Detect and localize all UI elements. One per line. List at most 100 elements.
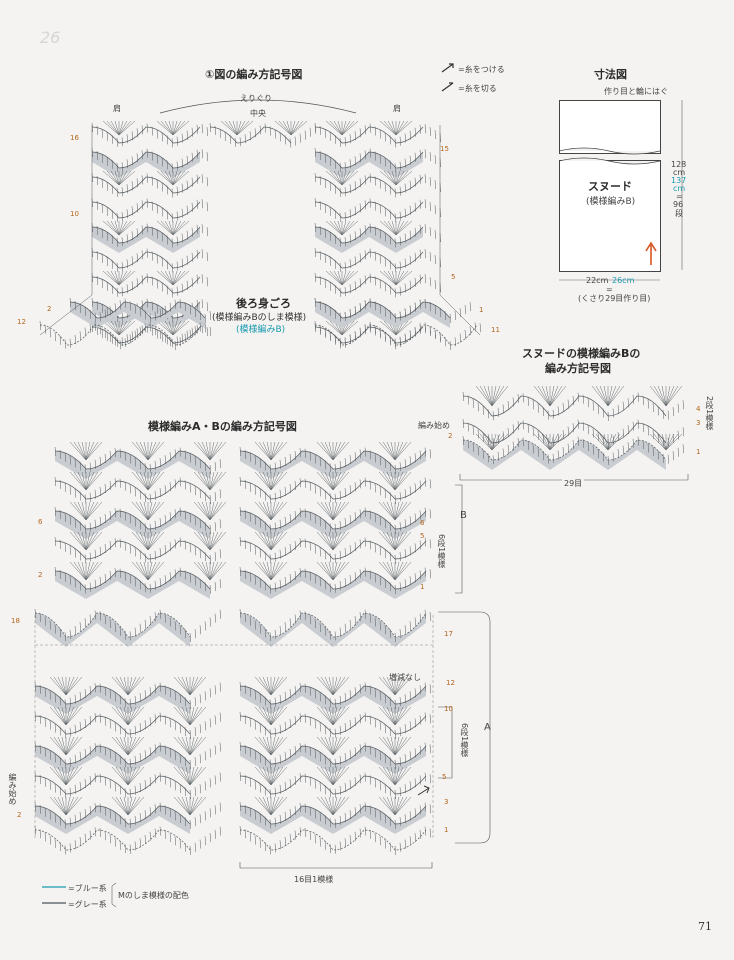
stitch <box>259 838 262 848</box>
fan-stitch <box>379 320 397 336</box>
stitch <box>349 234 352 244</box>
stitch <box>399 552 402 562</box>
fan-stitch <box>382 736 396 756</box>
fan-stitch <box>147 441 153 461</box>
stitch <box>214 492 217 502</box>
stitch <box>59 756 62 766</box>
stitch <box>414 688 417 698</box>
stitch <box>139 520 142 530</box>
fan-stitch <box>341 120 351 136</box>
stitch <box>159 742 162 752</box>
stitch <box>334 159 337 169</box>
stitch <box>364 742 367 752</box>
fan-stitch <box>395 270 405 286</box>
stitch <box>349 545 352 555</box>
fan-stitch <box>209 531 227 551</box>
stitch <box>419 715 422 725</box>
legend-blue: =ブルー系 <box>68 884 107 893</box>
stitch <box>219 682 222 692</box>
fan-stitch <box>649 433 667 451</box>
stitch <box>344 488 347 498</box>
fan-stitch <box>135 531 149 551</box>
stitch <box>239 741 242 752</box>
stitch <box>339 785 342 795</box>
stitch <box>34 801 37 812</box>
stitch <box>374 513 377 523</box>
stitch <box>119 626 122 636</box>
stitch <box>234 137 237 147</box>
fan-stitch <box>168 320 174 336</box>
stitch <box>409 546 412 556</box>
stitch <box>429 774 432 784</box>
stitch <box>354 747 357 757</box>
stitch <box>304 538 307 548</box>
fan-stitch <box>491 433 497 451</box>
stitch <box>174 539 177 549</box>
stitch <box>116 212 119 222</box>
stitch <box>166 235 169 245</box>
stitch <box>109 619 112 629</box>
fan-stitch <box>262 471 272 491</box>
stitch <box>329 523 332 533</box>
stitch <box>482 449 485 459</box>
stitch <box>89 309 92 319</box>
stitch <box>602 408 605 418</box>
stitch <box>69 727 72 737</box>
stitch <box>74 458 77 468</box>
stitch <box>359 774 362 784</box>
stitch <box>359 684 362 694</box>
stitch <box>677 430 680 440</box>
stitch <box>294 451 297 461</box>
stitch <box>557 450 560 460</box>
stitch <box>592 401 595 411</box>
stitch <box>359 828 362 838</box>
fan-stitch <box>395 220 413 236</box>
stitch <box>399 842 402 852</box>
stitch <box>314 272 317 283</box>
row-mark: 6 <box>38 518 43 526</box>
stitch <box>49 810 52 820</box>
fan-stitch <box>266 676 272 696</box>
fan-stitch <box>135 471 149 491</box>
stitch <box>354 131 357 141</box>
stitch <box>181 183 184 193</box>
stitch <box>129 574 132 584</box>
stitch <box>394 340 397 350</box>
stitch-row <box>239 480 427 500</box>
stitch <box>364 772 367 782</box>
stitch <box>399 236 402 246</box>
stitch <box>404 283 407 293</box>
fan-stitch <box>118 320 132 336</box>
stitch <box>637 419 640 429</box>
stitch <box>647 399 650 409</box>
stitch <box>354 831 357 841</box>
stitch <box>239 566 242 577</box>
stitch <box>94 459 97 469</box>
stitch <box>144 310 147 320</box>
stitch <box>69 575 72 585</box>
fan-stitch <box>156 320 174 336</box>
fan-stitch <box>320 531 334 551</box>
stitch <box>259 458 262 468</box>
stitch <box>189 305 192 315</box>
stitch <box>96 200 99 210</box>
fan-stitch <box>127 766 145 786</box>
stitch <box>114 722 117 732</box>
stitch <box>121 162 124 172</box>
stitch <box>409 155 412 165</box>
fan-stitch <box>332 766 350 786</box>
stitch <box>264 842 267 852</box>
fan-stitch <box>665 433 671 451</box>
stitch <box>149 322 152 332</box>
stitch <box>394 313 397 323</box>
stitch <box>144 553 147 563</box>
stitch <box>359 153 362 163</box>
stitch <box>159 802 162 812</box>
stitch <box>94 519 97 529</box>
stitch <box>394 213 397 223</box>
fan-stitch <box>270 736 280 756</box>
stitch-row <box>34 805 191 825</box>
stitch <box>219 549 222 559</box>
stitch <box>196 274 199 284</box>
fan-stitch <box>607 433 617 451</box>
